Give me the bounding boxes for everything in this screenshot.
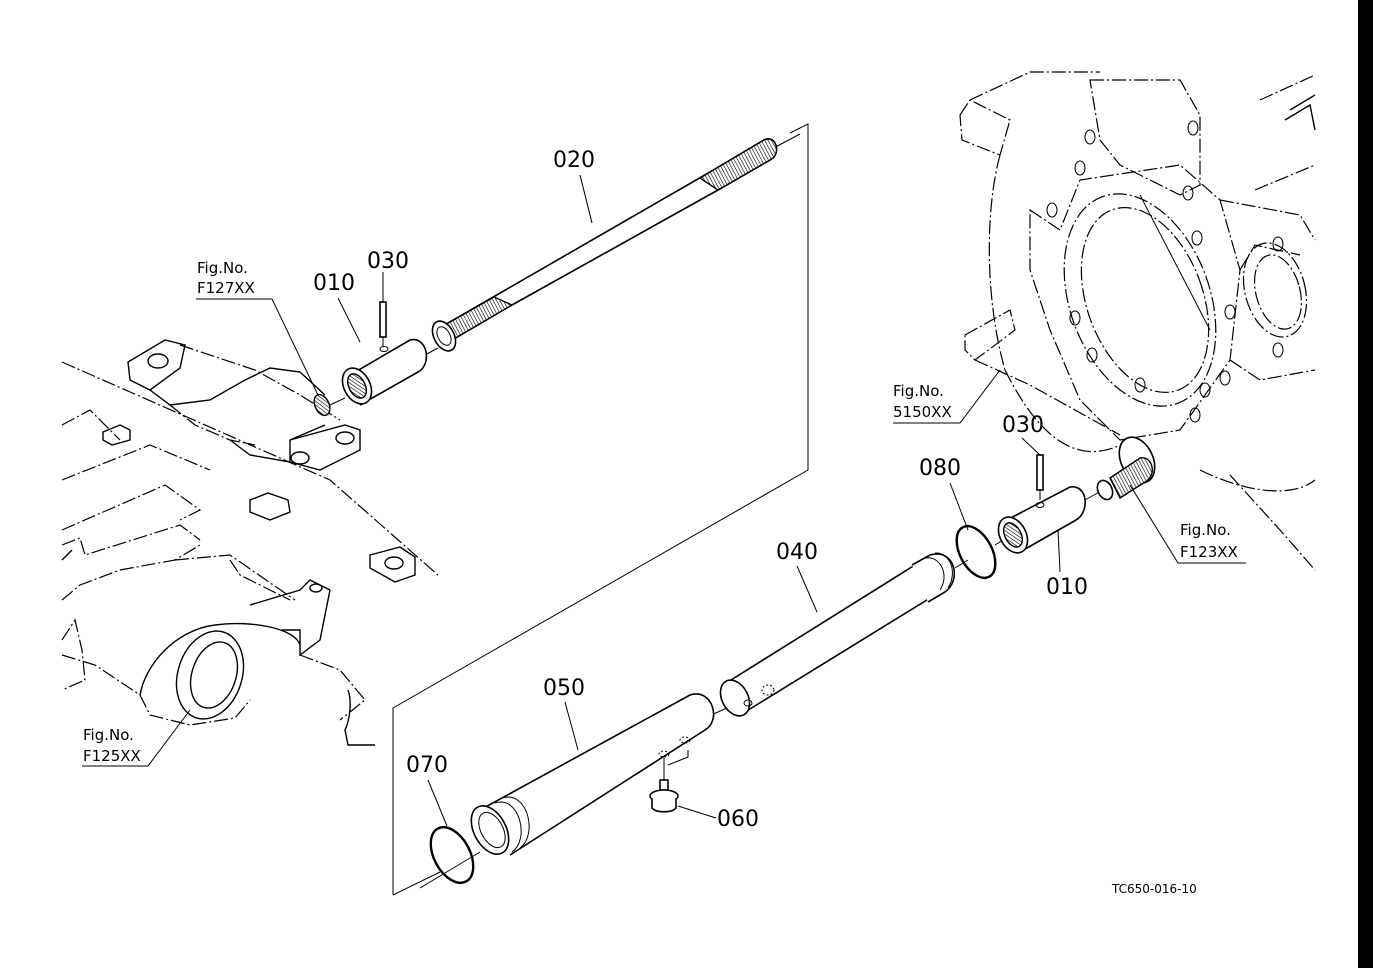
- part-060-plug: [649, 758, 679, 813]
- leader-lines: [82, 174, 1246, 827]
- label-050: 050: [543, 676, 585, 701]
- fig-ref-code: F123XX: [1180, 543, 1238, 561]
- part-030-pin-upper: [379, 301, 387, 347]
- label-020: 020: [553, 148, 595, 173]
- fig-ref-f125xx[interactable]: Fig.No. F125XX: [83, 726, 141, 765]
- part-030-pin-lower: [1036, 454, 1044, 500]
- part-010-coupling-lower: [997, 486, 1086, 554]
- fig-ref-code: 5150XX: [893, 403, 952, 421]
- front-axle-housing: [61, 339, 439, 746]
- part-040-tube: [719, 552, 956, 717]
- fig-ref-prefix: Fig.No.: [197, 259, 248, 277]
- flywheel-housing: [959, 71, 1316, 571]
- fig-ref-prefix: Fig.No.: [83, 726, 134, 744]
- label-010-lower: 010: [1046, 575, 1088, 600]
- figure-references: Fig.No. F127XX Fig.No. 5150XX Fig.No. F1…: [83, 259, 1238, 765]
- fig-ref-5150xx[interactable]: Fig.No. 5150XX: [893, 382, 952, 421]
- fig-ref-prefix: Fig.No.: [1180, 521, 1231, 539]
- right-edge-bar: [1358, 0, 1373, 968]
- label-030-upper: 030: [367, 249, 409, 274]
- label-010-upper: 010: [313, 271, 355, 296]
- part-010-coupling-upper: [341, 339, 428, 406]
- fig-ref-f123xx[interactable]: Fig.No. F123XX: [1180, 521, 1238, 561]
- fig-ref-code: F125XX: [83, 747, 141, 765]
- label-060: 060: [717, 807, 759, 832]
- part-080-o-ring: [955, 524, 997, 580]
- fig-ref-f127xx[interactable]: Fig.No. F127XX: [197, 259, 255, 297]
- bolt-holes: [1046, 120, 1284, 423]
- part-050-tube: [470, 693, 715, 856]
- part-070-o-ring: [429, 825, 475, 885]
- axis-line-lower: [419, 489, 1104, 889]
- fig-ref-code: F127XX: [197, 279, 255, 297]
- label-030-lower: 030: [1002, 413, 1044, 438]
- drawing-code: TC650-016-10: [1111, 882, 1197, 896]
- label-070: 070: [406, 753, 448, 778]
- assembly-boundary: [392, 123, 809, 896]
- fig-ref-prefix: Fig.No.: [893, 382, 944, 400]
- label-040: 040: [776, 540, 818, 565]
- part-labels: 010 020 030 040 050 060 070 080 030 010: [313, 148, 1088, 832]
- part-020-shaft: [431, 138, 778, 352]
- label-080: 080: [919, 456, 961, 481]
